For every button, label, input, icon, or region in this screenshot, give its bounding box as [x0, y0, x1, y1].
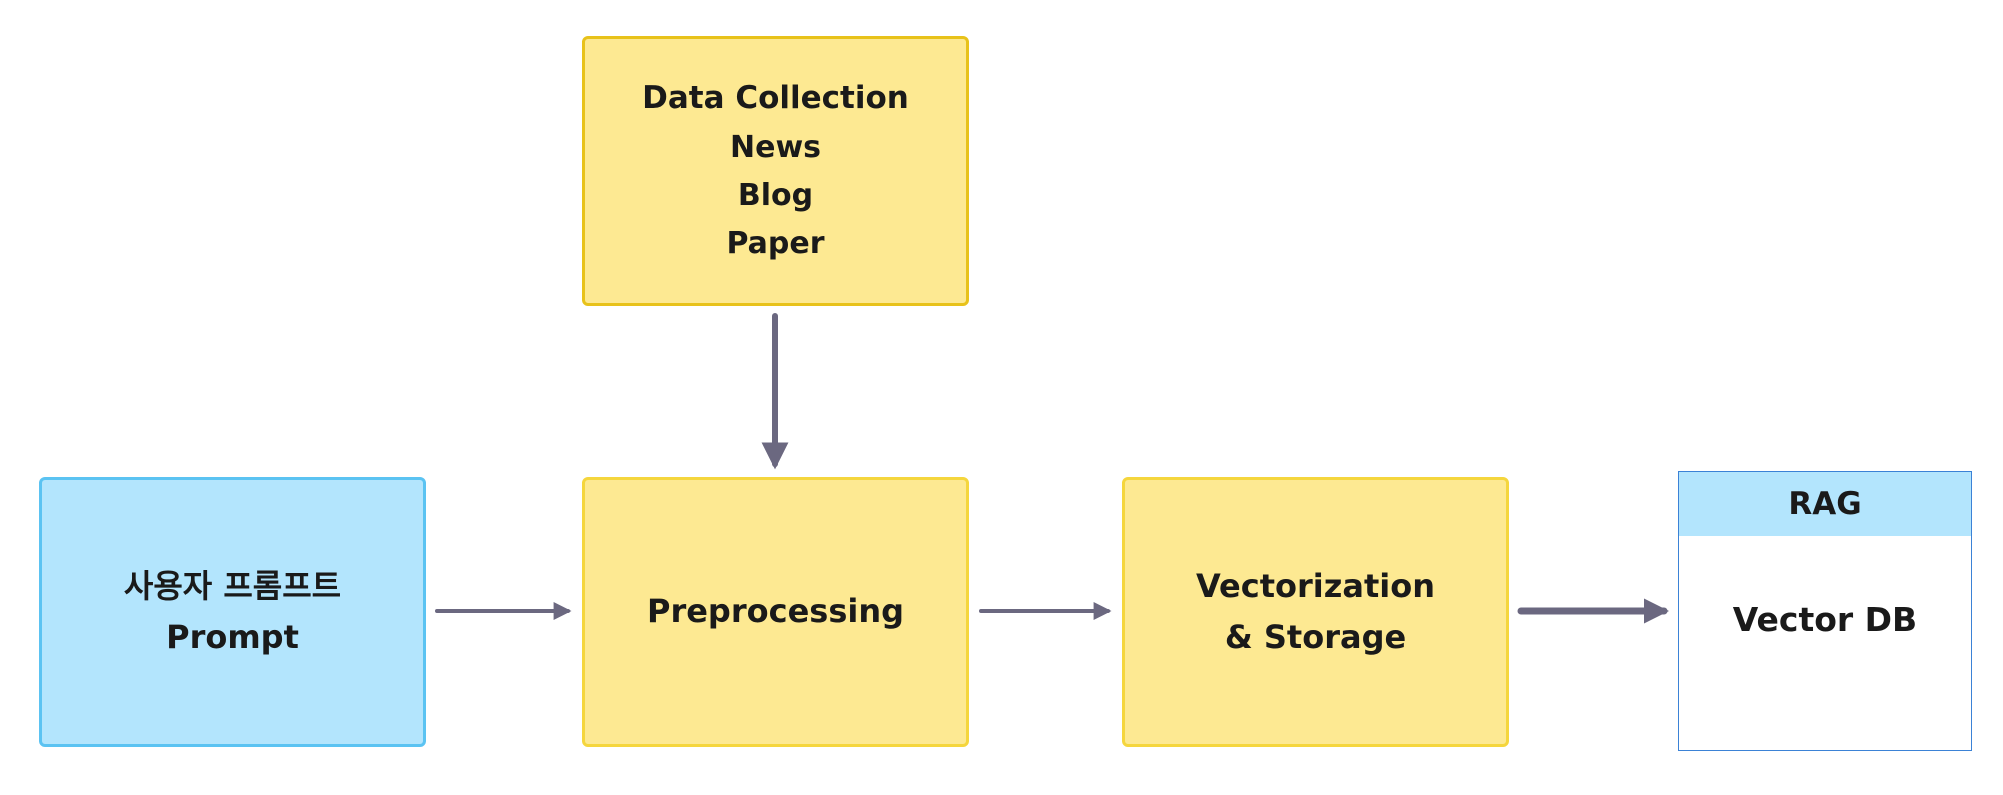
- data-collection-item-blog: Blog: [737, 177, 814, 213]
- prompt-node: 사용자 프롬프트 Prompt: [39, 477, 426, 747]
- data-collection-title: Data Collection: [642, 80, 909, 117]
- rag-header: RAG: [1679, 472, 1971, 536]
- data-collection-item-news: News: [729, 129, 822, 165]
- rag-container: RAG Vector DB: [1678, 471, 1972, 751]
- preprocessing-label: Preprocessing: [646, 592, 905, 631]
- data-collection-item-paper: Paper: [726, 225, 825, 261]
- vector-db-node: Vector DB: [1732, 599, 1918, 639]
- vectorization-label-line2: & Storage: [1224, 618, 1407, 656]
- preprocessing-node: Preprocessing: [582, 477, 969, 747]
- prompt-label-korean: 사용자 프롬프트: [123, 566, 342, 605]
- data-collection-node: Data Collection News Blog Paper: [582, 36, 969, 306]
- vectorization-storage-node: Vectorization & Storage: [1122, 477, 1509, 747]
- prompt-label-english: Prompt: [166, 618, 299, 656]
- vectorization-label-line1: Vectorization: [1196, 566, 1435, 605]
